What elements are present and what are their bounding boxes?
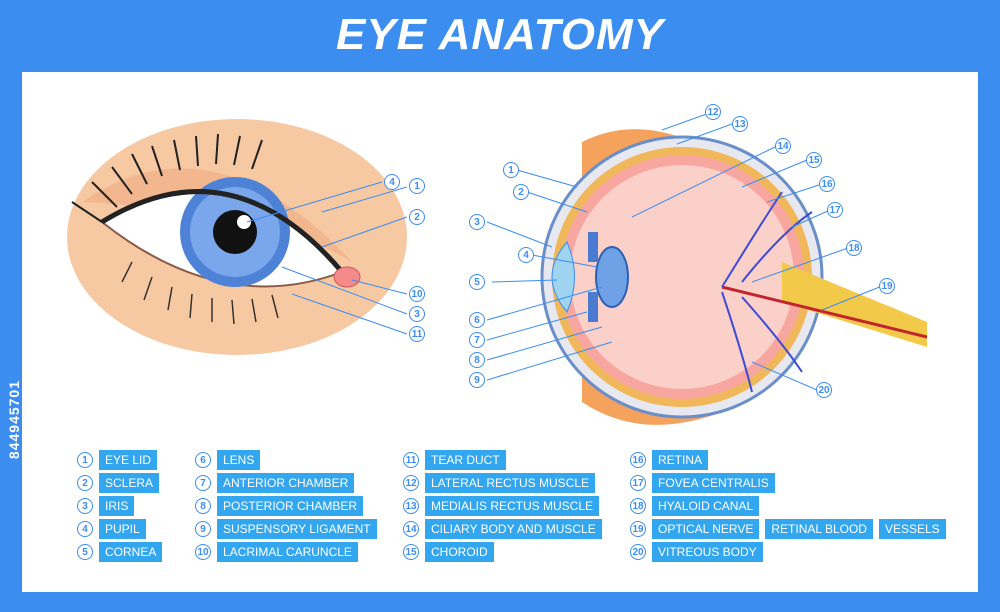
blood-vessel — [721, 285, 928, 339]
section-callout-20: 20 — [816, 380, 832, 400]
section-callout-19: 19 — [879, 276, 895, 296]
front-callout-3: 3 — [409, 304, 425, 324]
lacrimal-caruncle-shape — [333, 266, 361, 288]
eye-illustrations — [67, 111, 928, 425]
section-callout-4: 4 — [518, 245, 534, 265]
front-callout-4: 4 — [384, 172, 400, 192]
section-callout-14: 14 — [775, 136, 791, 156]
section-callout-5: 5 — [469, 272, 485, 292]
front-callout-11: 11 — [409, 324, 425, 344]
stock-id: 844945701 — [6, 380, 22, 460]
vitreous-body — [570, 165, 794, 389]
section-callout-1: 1 — [503, 160, 519, 180]
section-callout-7: 7 — [469, 330, 485, 350]
section-callout-12: 12 — [705, 102, 721, 122]
section-callout-16: 16 — [819, 174, 835, 194]
iris-upper — [588, 232, 598, 262]
section-callout-6: 6 — [469, 310, 485, 330]
section-callout-9: 9 — [469, 370, 485, 390]
iris-lower — [588, 292, 598, 322]
legend-item: 19 OPTICAL NERVE RETINAL BLOOD VESSELS — [630, 519, 946, 539]
section-callout-18: 18 — [846, 238, 862, 258]
pupil — [213, 210, 257, 254]
optic-nerve — [782, 262, 927, 347]
front-callout-10: 10 — [409, 284, 425, 304]
lower-lashes — [121, 261, 279, 325]
section-callout-2: 2 — [513, 182, 529, 202]
lens-shape — [595, 246, 629, 308]
section-callout-17: 17 — [827, 200, 843, 220]
section-callout-8: 8 — [469, 350, 485, 370]
retinal-vessels — [721, 191, 813, 393]
section-callout-13: 13 — [732, 114, 748, 134]
front-callout-2: 2 — [409, 207, 425, 227]
section-callout-15: 15 — [806, 150, 822, 170]
upper-lashes-line — [100, 189, 344, 274]
page-title: EYE ANATOMY — [335, 10, 664, 59]
cross-section-illustration — [486, 111, 928, 425]
front-callout-1: 1 — [409, 176, 425, 196]
front-eye-illustration — [67, 119, 408, 355]
diagram-panel: 4 1 2 10 3 11 1 2 3 4 5 6 7 8 9 12 13 14… — [22, 72, 978, 592]
section-callout-3: 3 — [469, 212, 485, 232]
eyelashes — [71, 133, 263, 223]
